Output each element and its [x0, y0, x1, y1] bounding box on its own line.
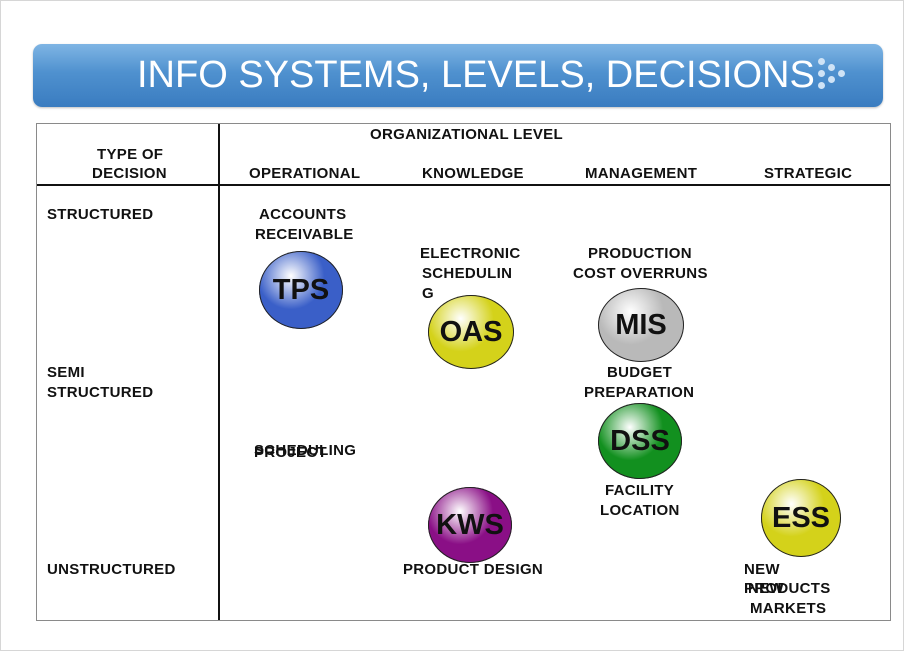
example-accounts-line2: RECEIVABLE	[255, 226, 354, 243]
oas-label: OAS	[439, 315, 503, 348]
slide-title: INFO SYSTEMS, LEVELS, DECISIONS	[137, 54, 815, 96]
kws-label: KWS	[436, 508, 504, 541]
decision-matrix: ORGANIZATIONAL LEVEL TYPE OF DECISION OP…	[36, 123, 891, 621]
example-budget-line1: BUDGET	[607, 364, 673, 381]
level-knowledge: KNOWLEDGE	[422, 165, 524, 182]
level-management: MANAGEMENT	[585, 165, 698, 182]
example-new-line2: PRODUCTS	[744, 580, 831, 597]
mis-label: MIS	[615, 308, 667, 341]
example-project-line1: PROJECT	[254, 444, 327, 461]
row-unstructured: UNSTRUCTURED	[47, 561, 176, 578]
tps-label: TPS	[272, 273, 330, 306]
row-semi-line1: SEMI	[47, 364, 85, 381]
example-electronic-line1: ELECTRONIC	[420, 245, 521, 262]
mis-circle: MIS	[598, 288, 684, 362]
example-facility-line2: LOCATION	[600, 502, 680, 519]
row-semi-line2: STRUCTURED	[47, 384, 154, 401]
title-bar: INFO SYSTEMS, LEVELS, DECISIONS	[33, 44, 883, 107]
level-operational: OPERATIONAL	[249, 165, 361, 182]
type-of-label: TYPE OF	[97, 146, 164, 163]
example-production-line2: COST OVERRUNS	[573, 265, 708, 282]
dss-label: DSS	[610, 424, 670, 457]
example-new-line3: NEW	[748, 580, 784, 597]
level-strategic: STRATEGIC	[764, 165, 853, 182]
row-structured: STRUCTURED	[47, 206, 154, 223]
kws-circle: KWS	[428, 487, 512, 563]
tps-circle: TPS	[259, 251, 343, 329]
example-new-line4: MARKETS	[750, 600, 827, 617]
oas-circle: OAS	[428, 295, 514, 369]
dss-circle: DSS	[598, 403, 682, 479]
dots-decoration-icon	[818, 58, 852, 94]
example-production-line1: PRODUCTION	[588, 245, 692, 262]
example-accounts-line1: ACCOUNTS	[259, 206, 347, 223]
ess-circle: ESS	[761, 479, 841, 557]
example-electronic-line3: G	[422, 285, 434, 302]
example-electronic-line2: SCHEDULIN	[422, 265, 513, 282]
ess-label: ESS	[771, 501, 831, 534]
example-budget-line2: PREPARATION	[584, 384, 695, 401]
example-product-design: PRODUCT DESIGN	[403, 561, 544, 578]
example-facility-line1: FACILITY	[605, 482, 675, 499]
organizational-level-header: ORGANIZATIONAL LEVEL	[370, 126, 563, 143]
decision-label: DECISION	[92, 165, 167, 182]
header-divider	[37, 184, 890, 186]
row-header-divider	[218, 124, 220, 620]
example-project-line2: SCHEDULING	[254, 442, 357, 459]
example-new-line1: NEW	[744, 561, 780, 578]
